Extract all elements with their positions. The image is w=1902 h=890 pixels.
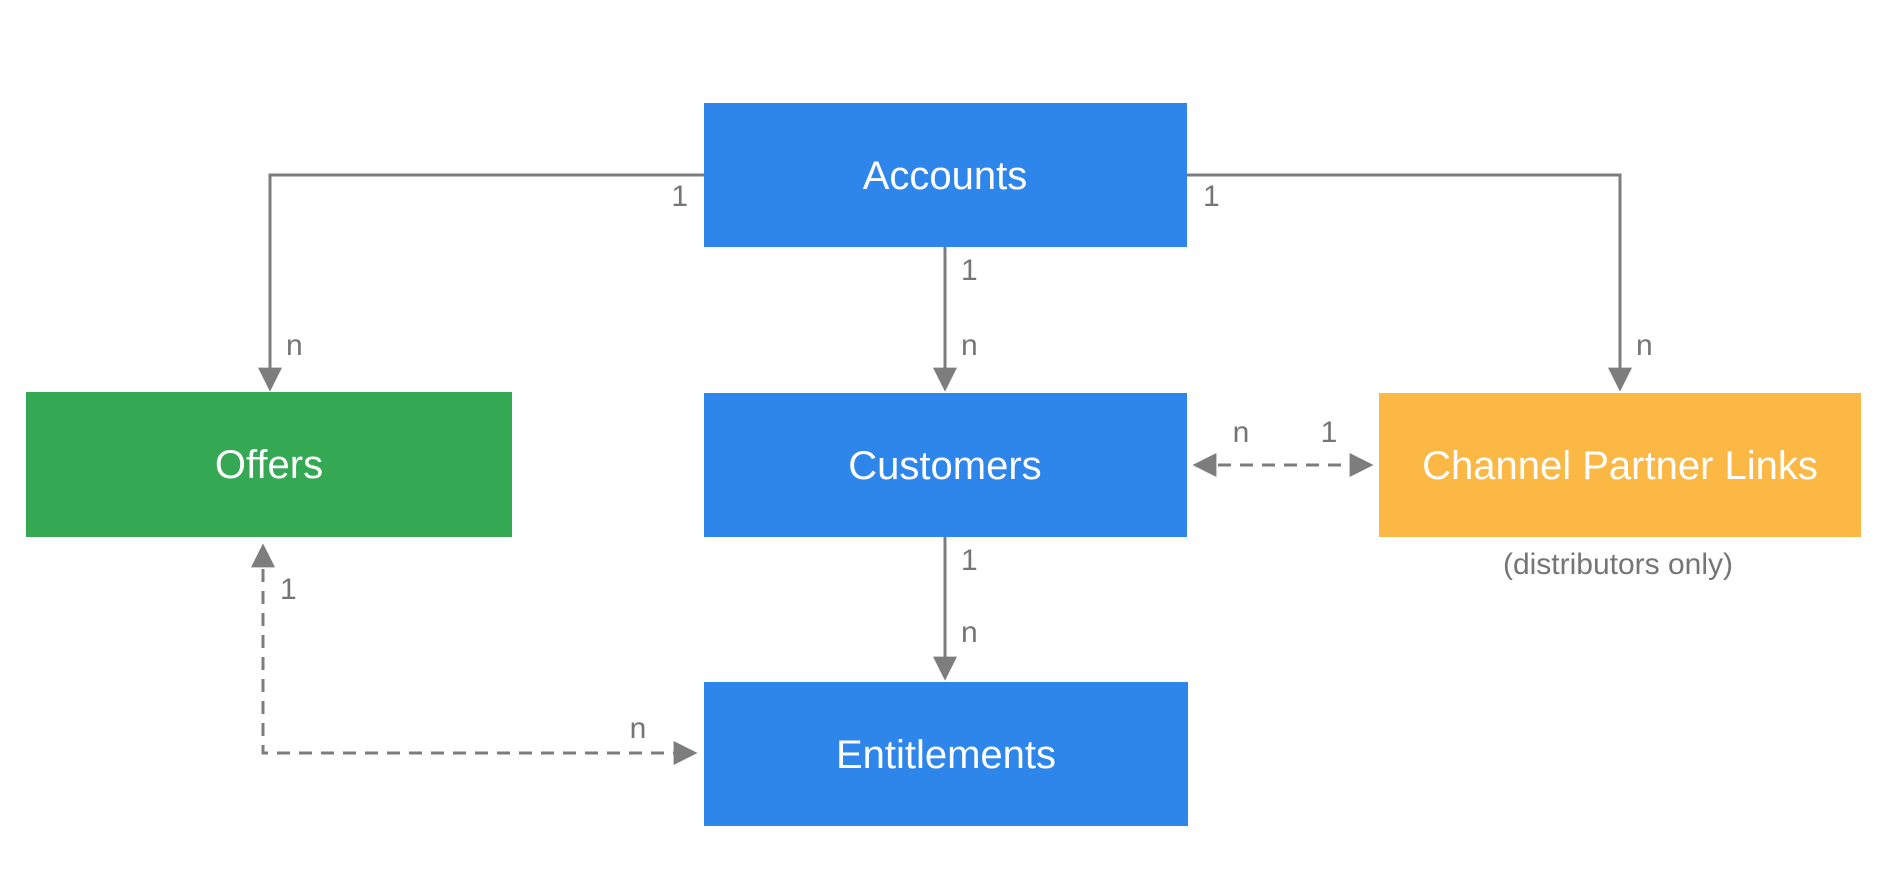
node-accounts: Accounts [704,103,1187,247]
node-channel-partner-links: Channel Partner Links (distributors only… [1379,393,1861,581]
edge-accounts-offers: 1 n [258,173,704,392]
edge-accounts-customers-to-cardinality: n [961,329,978,362]
edge-accounts-offers-line [258,173,704,392]
customers-label: Customers [848,444,1041,488]
edge-offers-entitlements-to-cardinality: n [630,712,647,745]
entitlements-box [704,682,1188,826]
edge-customers-entitlements-from-cardinality: 1 [961,544,978,577]
node-customers: Customers [704,393,1187,537]
edge-accounts-offers-from-cardinality: 1 [671,180,688,213]
edge-offers-entitlements-line [251,543,698,765]
node-entitlements: Entitlements [704,682,1188,826]
edge-customers-channel-partner-links-from-cardinality: n [1233,416,1250,449]
edge-accounts-channel-partner-links: 1 n [1187,173,1653,392]
accounts-box [704,103,1187,247]
node-offers: Offers [26,392,512,537]
entitlements-label: Entitlements [836,733,1056,777]
edge-accounts-customers-from-cardinality: 1 [961,254,978,287]
edge-customers-channel-partner-links: n 1 [1192,416,1374,477]
offers-box [26,392,512,537]
edge-customers-entitlements-to-cardinality: n [961,616,978,649]
edge-accounts-offers-to-cardinality: n [286,329,303,362]
edge-accounts-channel-partner-links-to-cardinality: n [1636,329,1653,362]
edge-accounts-channel-partner-links-from-cardinality: 1 [1203,180,1220,213]
accounts-label: Accounts [863,154,1028,198]
edge-customers-entitlements: 1 n [933,537,978,681]
edge-offers-entitlements-from-cardinality: 1 [280,573,297,606]
edge-offers-entitlements: 1 n [251,543,698,765]
customers-box [704,393,1187,537]
channel-partner-links-box [1379,393,1861,537]
channel-partner-links-note: (distributors only) [1503,548,1733,581]
edge-accounts-customers: 1 n [933,247,978,392]
channel-partner-links-label: Channel Partner Links [1422,444,1818,488]
edge-customers-channel-partner-links-to-cardinality: 1 [1321,416,1338,449]
offers-label: Offers [215,443,323,487]
edge-accounts-channel-partner-links-line [1187,173,1632,392]
